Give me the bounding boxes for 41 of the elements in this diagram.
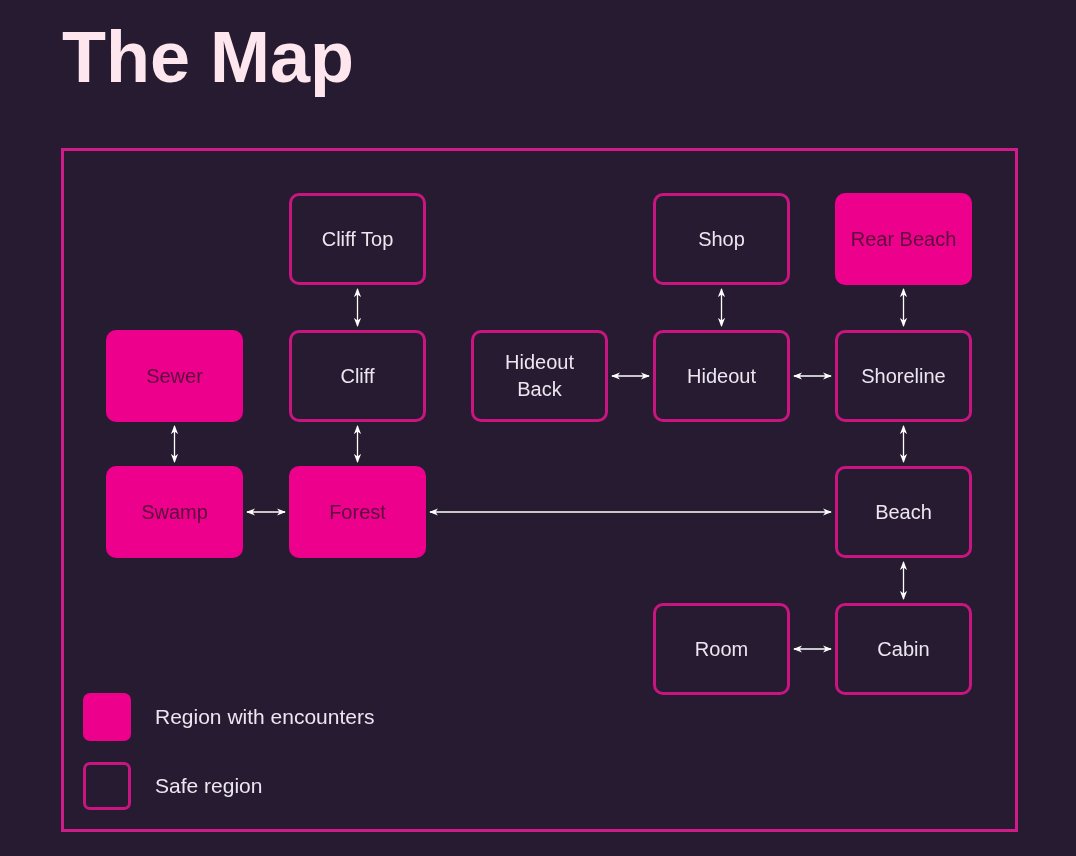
double-arrow	[246, 508, 286, 516]
region-name: Hideout	[687, 363, 756, 389]
double-arrow	[429, 508, 832, 516]
legend-label: Region with encounters	[155, 704, 375, 731]
title: The Map	[62, 16, 354, 99]
region-name: Shop	[698, 226, 745, 252]
region-name: Forest	[329, 499, 386, 525]
double-arrow	[899, 425, 908, 463]
region-box	[106, 466, 243, 558]
region-box	[289, 466, 426, 558]
region-box	[835, 466, 972, 558]
double-arrow	[793, 372, 832, 380]
double-arrow	[899, 561, 908, 600]
double-arrow	[717, 288, 726, 327]
region-name: Sewer	[146, 363, 203, 389]
region-name: Cliff Top	[321, 226, 394, 252]
region-box	[835, 603, 972, 695]
legend-label: Safe region	[155, 773, 263, 800]
region-box	[653, 330, 790, 422]
region-box	[289, 330, 426, 422]
double-arrow	[611, 372, 650, 380]
double-arrow	[899, 288, 908, 327]
double-arrow	[793, 645, 832, 653]
region-box	[835, 193, 972, 285]
region-name: Hideout Back	[504, 350, 575, 402]
double-arrow	[353, 425, 362, 463]
double-arrow	[170, 425, 179, 463]
region-name: Swamp	[141, 499, 208, 525]
region-name: Room	[694, 636, 749, 662]
region-name: Rear Beach	[850, 226, 957, 252]
region-name: Beach	[875, 499, 932, 525]
region-name: Cabin	[877, 636, 930, 662]
region-box	[835, 330, 972, 422]
region-box	[106, 330, 243, 422]
double-arrow	[353, 288, 362, 327]
region-box	[653, 193, 790, 285]
region-box	[653, 603, 790, 695]
region-name: Shoreline	[861, 363, 946, 389]
region-box	[471, 330, 608, 422]
region-name: Cliff	[340, 363, 375, 389]
region-box	[289, 193, 426, 285]
